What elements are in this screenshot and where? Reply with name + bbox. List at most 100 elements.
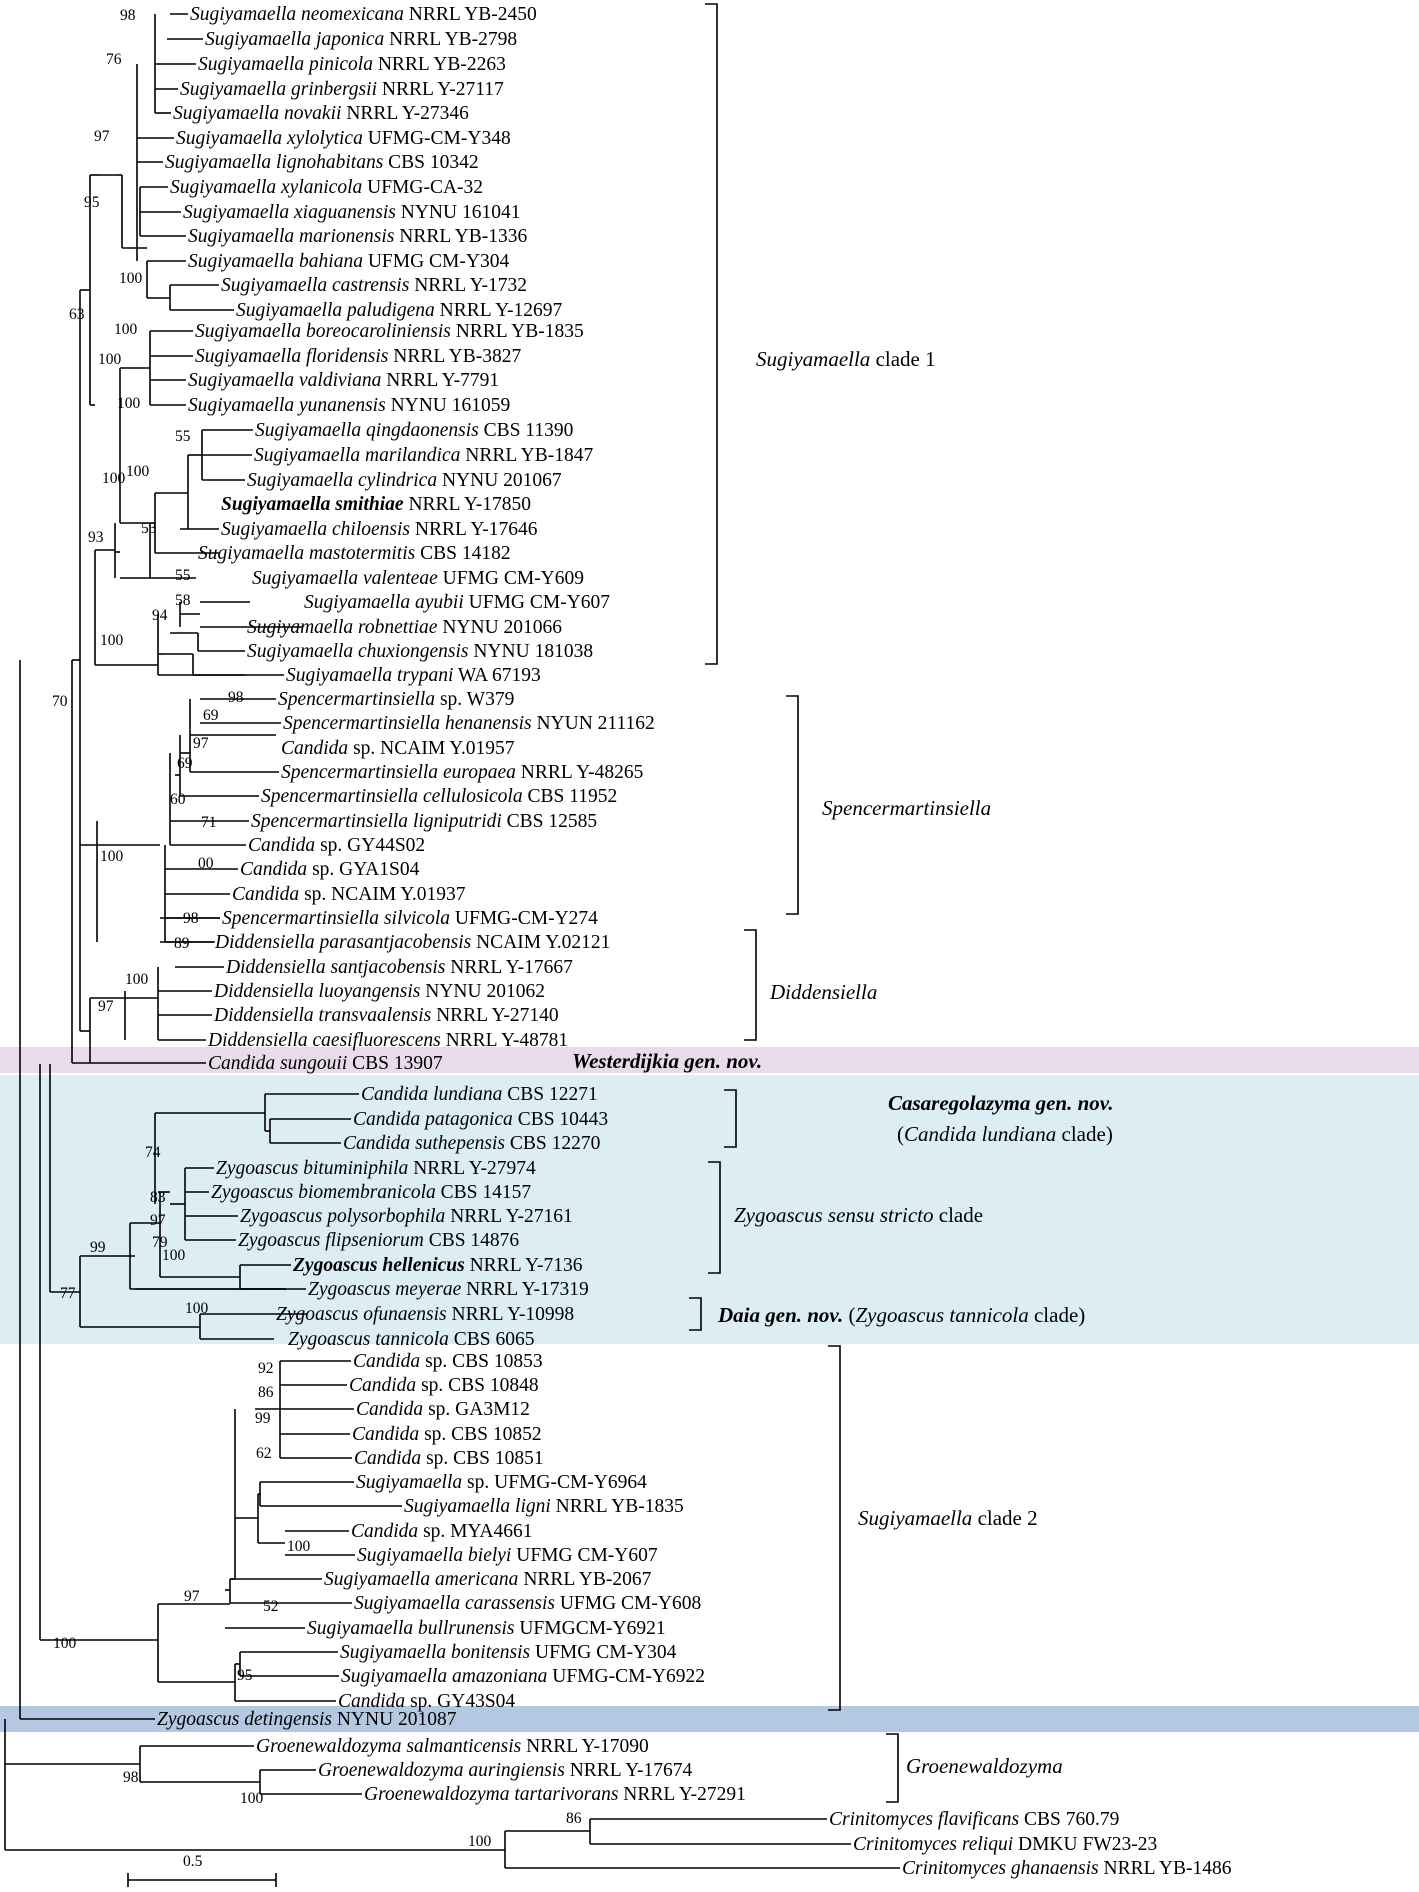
tip-epithet: bituminiphila [303, 1158, 408, 1179]
tip-label: Sugiyamaella neomexicana NRRL YB-2450 [190, 4, 537, 25]
clade-bracket [705, 3, 718, 665]
tip-genus: Zygoascus [157, 1709, 239, 1730]
zygoascus-band [0, 1075, 1419, 1344]
tip-label: Sugiyamaella trypani WA 67193 [286, 665, 541, 686]
tip-label: Candida sp. GYA1S04 [240, 859, 420, 880]
tip-label: Spencermartinsiella ligniputridi CBS 125… [251, 811, 597, 832]
support-value: 97 [150, 1212, 166, 1229]
tip-label: Sugiyamaella ayubii UFMG CM-Y607 [304, 592, 610, 613]
support-value: 77 [60, 1285, 76, 1302]
tip-genus: Diddensiella [225, 957, 326, 978]
tip-genus: Spencermartinsiella [278, 689, 435, 710]
tip-epithet: ghanaensis [1011, 1858, 1099, 1879]
tip-strain: UFMGCM-Y6921 [514, 1618, 665, 1639]
tip-strain: NRRL YB-1847 [460, 445, 593, 466]
tip-label: Diddensiella santjacobensis NRRL Y-17667 [225, 957, 573, 978]
support-values: 9876979510063100100100551001005393555894… [52, 7, 582, 1850]
tip-strain: CBS 12585 [502, 811, 597, 832]
tip-strain: UFMG CM-Y607 [511, 1545, 658, 1566]
tip-label: Candida sp. NCAIM Y.01937 [232, 884, 466, 905]
clade-brackets [689, 3, 899, 1803]
tip-strain: NRRL Y-7791 [381, 370, 499, 391]
tip-epithet: bielyi [468, 1545, 511, 1566]
support-value: 100 [117, 395, 141, 412]
tip-genus: Candida [353, 1351, 420, 1372]
tip-epithet: lignohabitans [276, 152, 383, 173]
tip-epithet: yunanensis [297, 395, 386, 416]
support-value: 55 [175, 428, 191, 445]
tip-genus: Groenewaldozyma [318, 1760, 464, 1781]
tip-label: Crinitomyces ghanaensis NRRL YB-1486 [902, 1858, 1232, 1879]
tip-genus: Sugiyamaella [188, 395, 294, 416]
tip-label: Sugiyamaella grinbergsii NRRL Y-27117 [180, 79, 504, 100]
tip-label: Candida sp. GA3M12 [356, 1399, 530, 1420]
clade-bracket [708, 1161, 721, 1274]
tip-label: Zygoascus flipseniorum CBS 14876 [238, 1230, 519, 1251]
tip-genus: Diddensiella [213, 981, 314, 1002]
tip-label: Zygoascus biomembranicola CBS 14157 [211, 1182, 531, 1203]
tip-epithet: biomembranicola [298, 1182, 436, 1203]
tip-label: Candida lundiana CBS 12271 [361, 1084, 598, 1105]
tip-genus: Sugiyamaella [252, 568, 358, 589]
tip-label: Sugiyamaella mastotermitis CBS 14182 [198, 543, 511, 564]
tip-genus: Crinitomyces [829, 1809, 933, 1830]
tip-epithet: paludigena [345, 300, 435, 321]
clade-label-zygoascus-ss: Zygoascus sensu stricto clade [734, 1203, 983, 1227]
tip-epithet: sp. [312, 859, 334, 880]
tip-label: Sugiyamaella valenteae UFMG CM-Y609 [252, 568, 584, 589]
tip-label: Sugiyamaella pinicola NRRL YB-2263 [198, 54, 506, 75]
support-value: 53 [141, 520, 157, 537]
support-value: 86 [258, 1384, 274, 1401]
tip-genus: Sugiyamaella [286, 665, 392, 686]
tip-genus: Sugiyamaella [255, 420, 361, 441]
tip-label: Diddensiella transvaalensis NRRL Y-27140 [213, 1005, 559, 1026]
tip-label: Candida sp. CBS 10848 [349, 1375, 539, 1396]
clade-label-spencermartinsiella: Spencermartinsiella [822, 796, 991, 820]
tip-strain: NCAIM Y.01937 [326, 884, 465, 905]
tip-label: Sugiyamaella americana NRRL YB-2067 [324, 1569, 652, 1590]
tip-genus: Sugiyamaella [341, 1666, 447, 1687]
support-value: 100 [126, 463, 150, 480]
clade-label-sugiyamaella-2: Sugiyamaella clade 2 [858, 1506, 1038, 1530]
tip-strain: UFMG-CA-32 [362, 177, 483, 198]
support-value: 98 [228, 689, 244, 706]
tip-strain: UFMG-CM-Y6922 [547, 1666, 705, 1687]
tip-genus: Sugiyamaella [190, 4, 296, 25]
support-value: 98 [120, 7, 136, 24]
tip-label: Sugiyamaella smithiae NRRL Y-17850 [221, 494, 531, 515]
tip-strain: NRRL Y-27161 [445, 1206, 572, 1227]
tip-strain: CBS 14876 [424, 1230, 520, 1251]
tip-genus: Spencermartinsiella [261, 786, 418, 807]
tip-epithet: luoyangensis [319, 981, 421, 1002]
tip-epithet: tannicola [375, 1329, 449, 1350]
tip-label: Crinitomyces flavificans CBS 760.79 [829, 1809, 1119, 1830]
tip-genus: Zygoascus [308, 1279, 390, 1300]
tip-label: Zygoascus ofunaensis NRRL Y-10998 [276, 1304, 574, 1325]
support-value: 100 [119, 270, 143, 287]
tip-epithet: flipseniorum [325, 1230, 424, 1251]
tip-strain: CBS 13907 [347, 1053, 443, 1074]
tip-strain: NRRL YB-2263 [373, 54, 506, 75]
tip-strain: NRRL Y-17850 [404, 494, 531, 515]
tip-label: Sugiyamaella boreocaroliniensis NRRL YB-… [195, 321, 584, 342]
tip-strain: NYNU 201062 [420, 981, 545, 1002]
tip-label: Sugiyamaella floridensis NRRL YB-3827 [195, 346, 522, 367]
tip-label: Candida sp. GY43S04 [338, 1691, 515, 1712]
tip-label: Sugiyamaella chiloensis NRRL Y-17646 [221, 519, 538, 540]
support-value: 97 [184, 1588, 200, 1605]
support-value: 98 [183, 910, 199, 927]
tip-label: Sugiyamaella yunanensis NYNU 161059 [188, 395, 510, 416]
tip-genus: Spencermartinsiella [222, 908, 379, 929]
tip-genus: Candida [361, 1084, 428, 1105]
tip-genus: Candida [208, 1053, 275, 1074]
support-value: 100 [100, 848, 124, 865]
tip-epithet: americana [435, 1569, 519, 1590]
tip-epithet: santjacobensis [331, 957, 446, 978]
tip-label: Sugiyamaella bonitensis UFMG CM-Y304 [340, 1642, 677, 1663]
support-value: 100 [185, 1300, 209, 1317]
support-value: 100 [468, 1833, 492, 1850]
tip-epithet: bahiana [299, 251, 363, 272]
tip-epithet: meyerae [395, 1279, 461, 1300]
tip-epithet: cylindrica [358, 470, 437, 491]
tip-genus: Sugiyamaella [180, 79, 286, 100]
